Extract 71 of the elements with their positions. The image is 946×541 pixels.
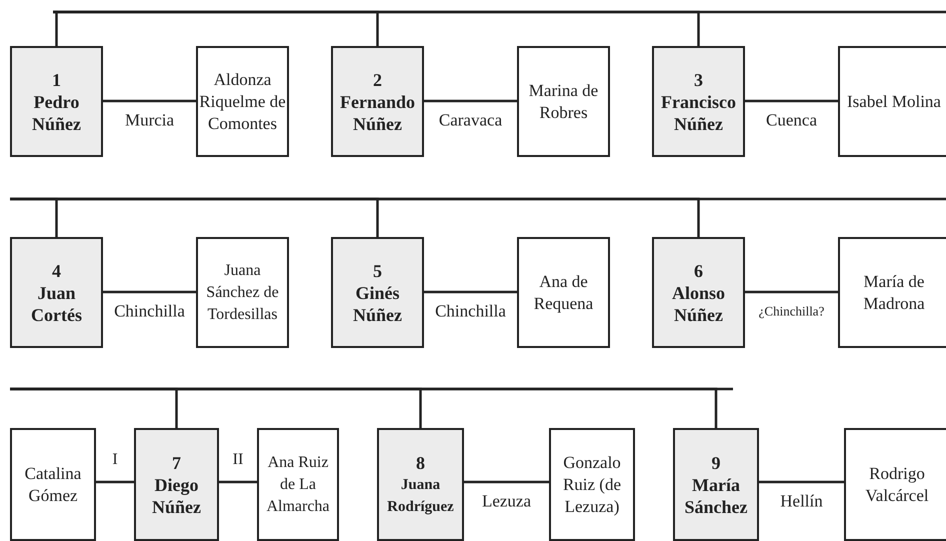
edge-label: ¿Chinchilla?	[758, 304, 824, 318]
connector-line	[464, 480, 549, 484]
person-name: Rodrigo Valcárcel	[864, 462, 930, 506]
person-name: Francisco Núñez	[660, 90, 737, 134]
connector-line	[10, 198, 700, 237]
connector-line	[745, 290, 838, 294]
edge-label: Hellín	[780, 492, 823, 510]
person-name: Juan Cortés	[30, 282, 83, 326]
edge-label: Caravaca	[438, 112, 502, 128]
person-name: Ana Ruiz de La Almarcha	[265, 452, 331, 516]
spouse-box	[838, 46, 946, 157]
spouse-box	[549, 428, 635, 541]
person-box	[10, 46, 103, 157]
connector-line	[424, 100, 517, 102]
edge-label: I	[112, 452, 118, 468]
person-box	[10, 237, 103, 348]
spouse-box	[257, 428, 339, 541]
person-name: Ana de Requena	[532, 270, 594, 314]
person-name: Aldonza Riquelme de Comontes	[199, 68, 286, 134]
person-box	[673, 428, 759, 541]
person-name: Catalina Gómez	[24, 462, 82, 506]
edge-label: Cuenca	[766, 112, 817, 128]
spouse-box	[838, 237, 946, 348]
spouse-box	[844, 428, 946, 541]
spouse-box	[196, 46, 289, 157]
person-number: 2	[373, 68, 382, 90]
edge-label: Chinchilla	[114, 302, 185, 320]
connector-line	[53, 10, 58, 46]
edge-label: Chinchilla	[435, 302, 506, 320]
person-name: Diego Núñez	[151, 474, 202, 518]
person-box	[331, 237, 424, 348]
person-box	[652, 46, 745, 157]
person-number: 1	[52, 68, 61, 90]
person-name: Isabel Molina	[847, 90, 941, 112]
person-name: Juana Sánchez de Tordesillas	[205, 260, 280, 324]
person-number: 8	[416, 452, 425, 474]
connector-line	[103, 100, 196, 102]
edge-label: II	[232, 452, 244, 468]
person-name: María Sánchez	[684, 474, 748, 518]
connector-line	[10, 388, 718, 428]
person-name: Pedro Núñez	[31, 90, 82, 134]
connector-line	[759, 480, 844, 484]
person-name: Juana Rodríguez	[386, 476, 455, 516]
connector-line	[745, 100, 838, 102]
person-name: María de Madrona	[862, 270, 926, 314]
connector-line	[53, 10, 700, 46]
edge-label: Murcia	[124, 112, 174, 128]
spouse-box	[10, 428, 96, 541]
connector-line	[424, 290, 517, 294]
person-name: Fernando Núñez	[338, 90, 416, 134]
person-box	[652, 237, 745, 348]
person-number: 3	[694, 68, 703, 90]
person-number: 9	[712, 452, 720, 474]
connector-line	[96, 480, 134, 484]
edge-label: Lezuza	[482, 492, 532, 510]
person-name: Ginés Núñez	[352, 282, 403, 326]
person-number: 4	[52, 260, 61, 282]
person-box	[134, 428, 219, 541]
connector-line	[219, 480, 257, 484]
person-number: 5	[373, 260, 382, 282]
spouse-box	[196, 237, 289, 348]
spouse-box	[517, 237, 610, 348]
connector-line	[103, 290, 196, 294]
person-box	[377, 428, 464, 541]
spouse-box	[517, 46, 610, 157]
person-number: 6	[694, 260, 703, 282]
person-box	[331, 46, 424, 157]
person-name: Alonso Núñez	[670, 282, 726, 326]
person-name: Marina de Robres	[528, 80, 600, 124]
person-number: 7	[172, 452, 181, 474]
person-name: Gonzalo Ruiz (de Lezuza)	[562, 452, 622, 518]
